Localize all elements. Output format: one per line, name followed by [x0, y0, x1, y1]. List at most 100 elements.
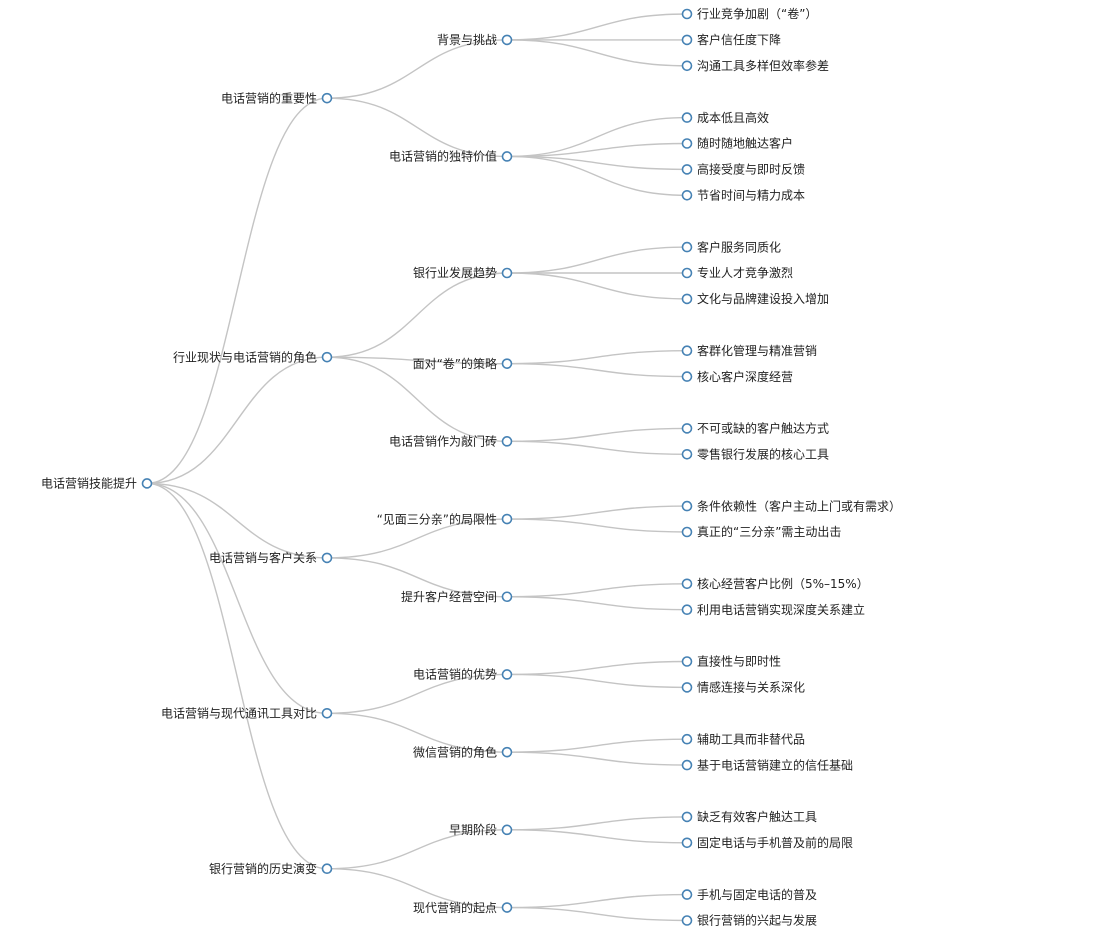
node-toggle-circle[interactable] — [681, 837, 693, 849]
node-toggle-circle[interactable] — [681, 138, 693, 149]
node-toggle-circle[interactable] — [501, 267, 513, 279]
node-toggle-circle[interactable] — [501, 824, 513, 836]
leaf-node[interactable]: 高接受度与即时反馈 — [681, 162, 806, 177]
topic-node[interactable]: 早期阶段 — [449, 822, 513, 837]
leaf-node[interactable]: 直接性与即时性 — [681, 654, 782, 669]
leaf-node[interactable]: 节省时间与精力成本 — [681, 189, 806, 203]
leaf-node[interactable]: 客户服务同质化 — [681, 239, 782, 254]
node-label: 提升客户经营空间 — [401, 589, 497, 604]
node-toggle-circle[interactable] — [501, 34, 513, 46]
tree-link — [506, 751, 688, 766]
leaf-node[interactable]: 随时随地触达客户 — [681, 136, 794, 151]
node-toggle-circle[interactable] — [681, 500, 693, 512]
node-toggle-circle[interactable] — [501, 436, 513, 447]
tree-link — [506, 13, 688, 41]
node-toggle-circle[interactable] — [681, 164, 693, 175]
leaf-node[interactable]: 利用电话营销实现深度关系建立 — [681, 602, 866, 617]
node-toggle-circle[interactable] — [681, 448, 693, 460]
node-toggle-circle[interactable] — [681, 604, 693, 616]
leaf-node[interactable]: 基于电话营销建立的信任基础 — [681, 757, 854, 772]
node-toggle-circle[interactable] — [681, 733, 693, 745]
topic-node[interactable]: “见面三分亲”的局限性 — [377, 511, 513, 526]
node-toggle-circle[interactable] — [501, 591, 513, 603]
node-toggle-circle[interactable] — [681, 60, 693, 72]
node-toggle-circle[interactable] — [501, 358, 513, 369]
root-node[interactable]: 电话营销技能提升 — [41, 476, 153, 491]
tree-link — [506, 829, 688, 844]
leaf-node[interactable]: 成本低且高效 — [681, 110, 770, 125]
node-toggle-circle[interactable] — [681, 656, 693, 667]
node-toggle-circle[interactable] — [681, 811, 693, 823]
topic-node[interactable]: 电话营销与客户关系 — [209, 550, 333, 565]
node-toggle-circle[interactable] — [501, 151, 513, 162]
leaf-node[interactable]: 手机与固定电话的普及 — [681, 887, 818, 902]
node-toggle-circle[interactable] — [681, 293, 693, 305]
node-toggle-circle[interactable] — [321, 863, 333, 875]
leaf-node[interactable]: 客群化管理与精准营销 — [681, 343, 818, 358]
node-toggle-circle[interactable] — [501, 669, 513, 680]
leaf-node[interactable]: 条件依赖性（客户主动上门或有需求） — [681, 498, 902, 513]
tree-link — [506, 272, 688, 300]
node-toggle-circle[interactable] — [681, 8, 693, 20]
leaf-node[interactable]: 核心经营客户比例（5%–15%） — [681, 576, 869, 591]
node-toggle-circle[interactable] — [681, 526, 693, 538]
node-toggle-circle[interactable] — [141, 478, 153, 489]
node-toggle-circle[interactable] — [681, 682, 693, 693]
topic-node[interactable]: 电话营销与现代通讯工具对比 — [161, 707, 333, 721]
topic-node[interactable]: 电话营销的独特价值 — [389, 149, 513, 164]
node-toggle-circle[interactable] — [321, 351, 333, 363]
node-toggle-circle[interactable] — [681, 190, 693, 201]
leaf-node[interactable]: 零售银行发展的核心工具 — [681, 447, 830, 462]
node-toggle-circle[interactable] — [681, 915, 693, 926]
node-label: 真正的“三分亲”需主动出击 — [697, 524, 841, 539]
node-toggle-circle[interactable] — [681, 423, 693, 434]
topic-node[interactable]: 微信营销的角色 — [413, 744, 513, 759]
node-toggle-circle[interactable] — [321, 552, 333, 564]
topic-node[interactable]: 电话营销作为敲门砖 — [389, 434, 513, 449]
leaf-node[interactable]: 情感连接与关系深化 — [681, 680, 806, 695]
topic-node[interactable]: 面对“卷”的策略 — [413, 356, 513, 371]
node-toggle-circle[interactable] — [681, 241, 693, 253]
tree-link — [506, 505, 688, 520]
leaf-node[interactable]: 辅助工具而非替代品 — [681, 732, 806, 746]
tree-link — [506, 427, 688, 443]
node-toggle-circle[interactable] — [321, 92, 333, 104]
node-label: 专业人才竞争激烈 — [697, 265, 793, 280]
leaf-node[interactable]: 客户信任度下降 — [681, 32, 782, 47]
node-toggle-circle[interactable] — [501, 902, 513, 913]
leaf-node[interactable]: 缺乏有效客户触达工具 — [681, 809, 818, 824]
node-label: 随时随地触达客户 — [697, 136, 793, 151]
leaf-node[interactable]: 行业竞争加剧（“卷”） — [681, 6, 818, 21]
tree-link — [146, 356, 328, 485]
leaf-node[interactable]: 固定电话与手机普及前的局限 — [681, 835, 854, 850]
node-toggle-circle[interactable] — [681, 34, 693, 46]
node-toggle-circle[interactable] — [681, 371, 693, 382]
topic-node[interactable]: 电话营销的优势 — [413, 667, 513, 682]
node-toggle-circle[interactable] — [681, 112, 693, 123]
topic-node[interactable]: 提升客户经营空间 — [401, 589, 513, 604]
node-toggle-circle[interactable] — [681, 578, 693, 590]
node-label: 电话营销的独特价值 — [389, 149, 497, 164]
node-toggle-circle[interactable] — [501, 746, 513, 758]
node-label: 背景与挑战 — [437, 33, 497, 47]
leaf-node[interactable]: 文化与品牌建设投入增加 — [681, 291, 830, 306]
node-toggle-circle[interactable] — [321, 707, 333, 719]
leaf-node[interactable]: 不可或缺的客户触达方式 — [681, 421, 830, 436]
topic-node[interactable]: 行业现状与电话营销的角色 — [173, 349, 333, 364]
node-toggle-circle[interactable] — [681, 345, 693, 357]
leaf-node[interactable]: 专业人才竞争激烈 — [681, 265, 794, 280]
topic-node[interactable]: 现代营销的起点 — [413, 900, 513, 915]
leaf-node[interactable]: 真正的“三分亲”需主动出击 — [681, 524, 842, 539]
leaf-node[interactable]: 沟通工具多样但效率参差 — [681, 58, 830, 73]
leaf-node[interactable]: 核心客户深度经营 — [681, 369, 794, 384]
topic-node[interactable]: 电话营销的重要性 — [221, 90, 333, 105]
topic-node[interactable]: 背景与挑战 — [437, 33, 513, 47]
topic-node[interactable]: 银行业发展趋势 — [413, 265, 513, 280]
node-toggle-circle[interactable] — [681, 889, 693, 900]
node-toggle-circle[interactable] — [681, 267, 693, 279]
node-toggle-circle[interactable] — [681, 759, 693, 771]
leaf-node[interactable]: 银行营销的兴起与发展 — [681, 913, 818, 928]
topic-node[interactable]: 银行营销的历史演变 — [209, 861, 333, 876]
node-toggle-circle[interactable] — [501, 513, 513, 525]
